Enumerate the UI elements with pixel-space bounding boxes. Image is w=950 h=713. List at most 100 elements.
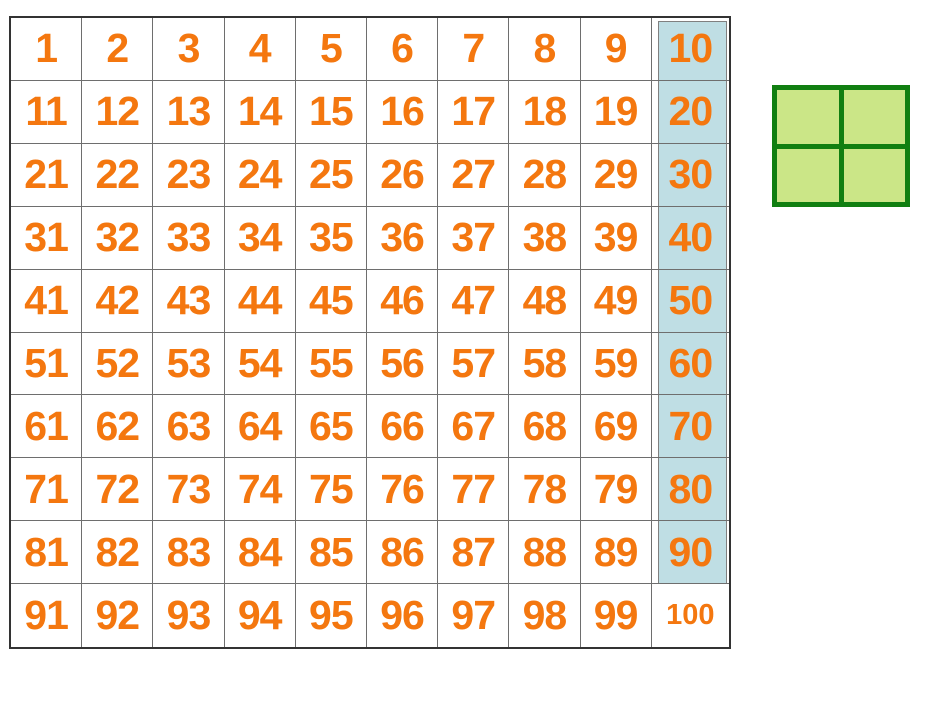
number-cell-8: 8 — [509, 18, 581, 81]
number-cell-17: 17 — [438, 80, 510, 144]
number-cell-5: 5 — [295, 18, 367, 81]
number-cell-26: 26 — [366, 143, 439, 207]
number-cell-97: 97 — [438, 584, 510, 647]
number-cell-94: 94 — [224, 584, 296, 647]
number-cell-55: 55 — [295, 332, 367, 396]
number-cell-88: 88 — [509, 521, 581, 585]
number-cell-86: 86 — [366, 521, 439, 585]
number-cell-6: 6 — [366, 18, 439, 81]
number-cell-51: 51 — [11, 332, 83, 396]
number-cell-83: 83 — [153, 521, 225, 585]
number-cell-43: 43 — [153, 269, 225, 333]
number-cell-58: 58 — [509, 332, 581, 396]
number-cell-16: 16 — [366, 80, 439, 144]
number-cell-32: 32 — [82, 206, 154, 270]
number-cell-80: 80 — [651, 458, 729, 522]
green-quad-grid — [772, 85, 910, 207]
number-cell-27: 27 — [438, 143, 510, 207]
number-cell-39: 39 — [580, 206, 652, 270]
number-cell-59: 59 — [580, 332, 652, 396]
number-cell-91: 91 — [11, 584, 83, 647]
number-cell-2: 2 — [82, 18, 154, 81]
number-cell-38: 38 — [509, 206, 581, 270]
number-cell-89: 89 — [580, 521, 652, 585]
number-cell-95: 95 — [295, 584, 367, 647]
number-cell-4: 4 — [224, 18, 296, 81]
number-cell-57: 57 — [438, 332, 510, 396]
quad-cell-bottom-right — [843, 148, 905, 202]
number-cell-54: 54 — [224, 332, 296, 396]
number-cell-22: 22 — [82, 143, 154, 207]
number-cell-72: 72 — [82, 458, 154, 522]
number-cell-15: 15 — [295, 80, 367, 144]
number-cell-33: 33 — [153, 206, 225, 270]
number-cell-60: 60 — [651, 333, 729, 396]
number-cell-7: 7 — [438, 18, 510, 81]
number-cell-49: 49 — [580, 269, 652, 333]
number-cell-81: 81 — [11, 521, 83, 585]
number-cell-21: 21 — [11, 143, 83, 207]
number-cell-35: 35 — [295, 206, 367, 270]
number-cell-93: 93 — [153, 584, 225, 647]
number-cell-73: 73 — [153, 458, 225, 522]
number-cell-10: 10 — [651, 18, 729, 81]
number-cell-74: 74 — [224, 458, 296, 522]
number-cell-76: 76 — [366, 458, 439, 522]
number-cell-19: 19 — [580, 80, 652, 144]
number-cell-46: 46 — [366, 269, 439, 333]
number-cell-84: 84 — [224, 521, 296, 585]
number-cell-70: 70 — [651, 395, 729, 459]
number-cell-37: 37 — [438, 206, 510, 270]
number-cell-25: 25 — [295, 143, 367, 207]
quad-cell-top-right — [843, 90, 905, 144]
quad-cell-top-left — [777, 90, 839, 144]
number-cell-53: 53 — [153, 332, 225, 396]
number-cell-87: 87 — [438, 521, 510, 585]
number-cell-42: 42 — [82, 269, 154, 333]
number-cell-44: 44 — [224, 269, 296, 333]
number-cell-99: 99 — [580, 584, 652, 647]
number-cell-14: 14 — [224, 80, 296, 144]
number-cell-82: 82 — [82, 521, 154, 585]
number-cell-61: 61 — [11, 395, 83, 459]
number-cell-79: 79 — [580, 458, 652, 522]
number-cell-66: 66 — [366, 395, 439, 459]
number-cell-98: 98 — [509, 584, 581, 647]
quad-cell-bottom-left — [777, 148, 839, 202]
number-cell-24: 24 — [224, 143, 296, 207]
number-cell-96: 96 — [366, 584, 439, 647]
number-cell-28: 28 — [509, 143, 581, 207]
number-cell-31: 31 — [11, 206, 83, 270]
number-cell-13: 13 — [153, 80, 225, 144]
number-cell-62: 62 — [82, 395, 154, 459]
number-cell-1: 1 — [11, 18, 83, 81]
number-cell-77: 77 — [438, 458, 510, 522]
tens-column-highlight — [658, 21, 727, 585]
number-cell-85: 85 — [295, 521, 367, 585]
number-cell-69: 69 — [580, 395, 652, 459]
number-cell-34: 34 — [224, 206, 296, 270]
number-cell-40: 40 — [651, 207, 729, 270]
number-cell-71: 71 — [11, 458, 83, 522]
number-cell-45: 45 — [295, 269, 367, 333]
number-cell-75: 75 — [295, 458, 367, 522]
number-cell-68: 68 — [509, 395, 581, 459]
number-cell-41: 41 — [11, 269, 83, 333]
number-cell-67: 67 — [438, 395, 510, 459]
number-cell-92: 92 — [82, 584, 154, 647]
number-cell-65: 65 — [295, 395, 367, 459]
number-cell-29: 29 — [580, 143, 652, 207]
number-cell-50: 50 — [651, 270, 729, 333]
number-cell-64: 64 — [224, 395, 296, 459]
number-cell-36: 36 — [366, 206, 439, 270]
number-cell-100: 100 — [651, 584, 729, 647]
number-cell-52: 52 — [82, 332, 154, 396]
number-cell-48: 48 — [509, 269, 581, 333]
number-cell-9: 9 — [580, 18, 652, 81]
number-cell-12: 12 — [82, 80, 154, 144]
number-cell-90: 90 — [651, 521, 729, 585]
number-cell-18: 18 — [509, 80, 581, 144]
number-cell-78: 78 — [509, 458, 581, 522]
number-cell-56: 56 — [366, 332, 439, 396]
